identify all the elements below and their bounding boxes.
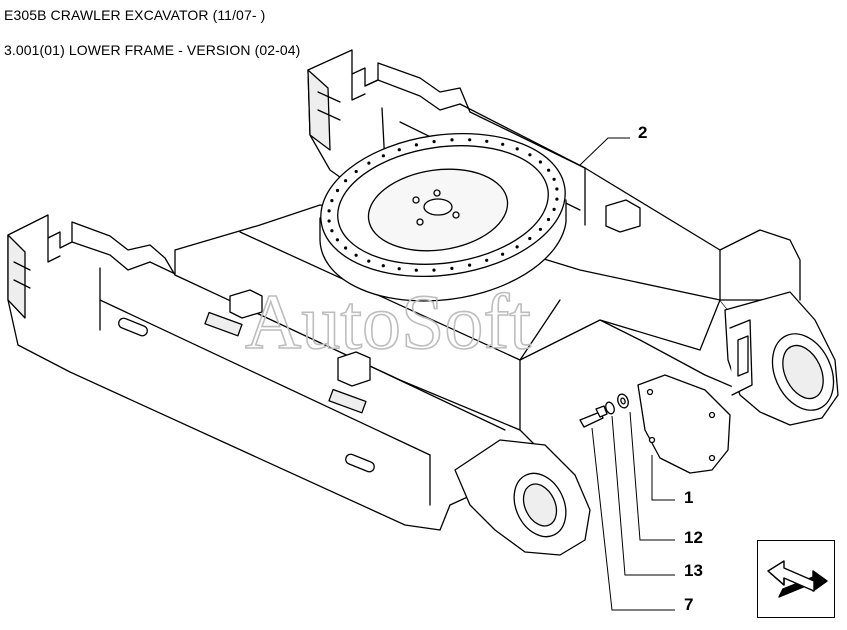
bolt-hole — [528, 153, 532, 157]
callout-7: 7 — [684, 595, 693, 614]
bolt-hole — [367, 161, 371, 165]
washer — [617, 393, 629, 409]
bolt-hole — [450, 138, 454, 142]
diagram-subtitle: 3.001(01) LOWER FRAME - VERSION (02-04) — [4, 42, 301, 58]
bolt-hole — [485, 258, 489, 262]
bolt-hole — [335, 238, 339, 242]
cover-plate — [637, 374, 731, 474]
bolt-hole — [555, 187, 559, 191]
bolt-hole — [344, 246, 348, 250]
bolt-hole — [468, 138, 472, 142]
bolt-hole — [546, 217, 551, 222]
bolt-hole — [552, 207, 556, 211]
bolt-hole — [538, 227, 543, 231]
bolt-hole — [381, 154, 385, 158]
bolt-hole — [344, 179, 348, 183]
bolt-hole — [432, 140, 436, 144]
front-idler-bracket — [454, 439, 591, 556]
bolt-hole — [485, 139, 489, 143]
bolt-hole — [330, 199, 334, 203]
lock-washer — [605, 401, 615, 415]
bolt-hole — [547, 168, 551, 172]
bolt-hole — [528, 236, 532, 241]
callout-13: 13 — [684, 561, 703, 580]
return-button[interactable] — [757, 540, 835, 618]
watermark-text: AutoSoft — [245, 278, 531, 365]
slewing-ring — [319, 132, 567, 302]
bolt-hole — [515, 245, 519, 249]
leader-lines — [579, 137, 675, 611]
callout-12: 12 — [684, 528, 703, 547]
bolt-hole — [397, 267, 401, 271]
bolt-hole — [515, 147, 519, 151]
bolt-hole — [335, 188, 340, 193]
bolt-hole — [414, 143, 418, 147]
callout-2: 2 — [638, 123, 647, 142]
ring-bolt-holes — [327, 138, 559, 272]
diagram-title: E305B CRAWLER EXCAVATOR (11/07- ) — [4, 7, 266, 23]
bolt-hole — [397, 148, 401, 152]
bolt-hole — [501, 252, 505, 256]
bolt-hole — [327, 219, 331, 223]
bolt-hole — [432, 268, 436, 272]
bolt-hole — [538, 160, 543, 164]
bolt-hole — [354, 253, 358, 257]
bolt-hole — [330, 229, 334, 233]
rear-idler-bracket — [724, 291, 839, 426]
bolt-hole — [555, 197, 559, 201]
return-arrow-icon — [767, 560, 828, 598]
bolt-hole — [468, 263, 472, 267]
bolt-hole — [450, 266, 454, 270]
bolt-hole — [501, 142, 505, 146]
bolt-hole — [414, 268, 418, 272]
bolt-hole — [381, 264, 385, 268]
bolt-hole — [367, 259, 371, 263]
bolt-hole — [327, 209, 331, 213]
bolt — [579, 405, 608, 428]
callout-1: 1 — [684, 488, 693, 507]
bolt-hole — [552, 177, 556, 181]
bolt-hole — [354, 169, 358, 174]
